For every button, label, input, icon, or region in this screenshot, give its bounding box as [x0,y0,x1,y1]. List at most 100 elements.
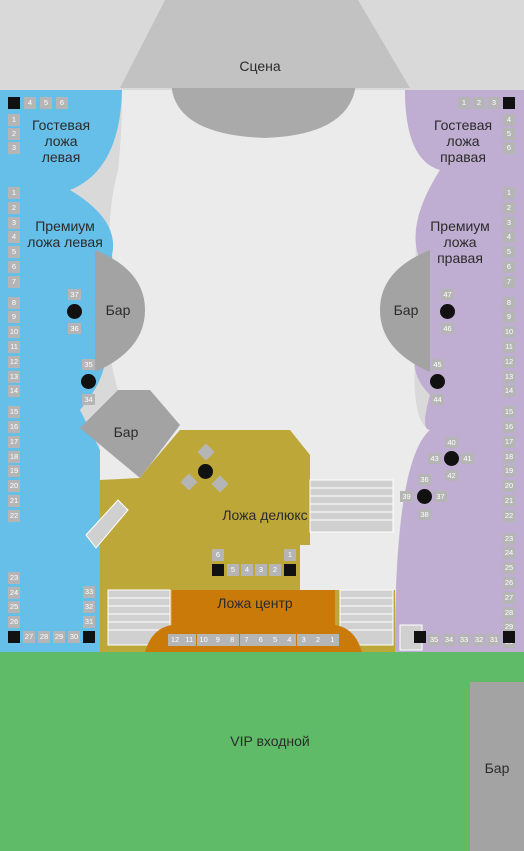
table-round[interactable] [444,451,459,466]
seat[interactable]: 3 [8,216,20,229]
seat[interactable]: 5 [227,564,239,576]
seat[interactable]: 4 [503,231,515,244]
seat[interactable]: 7 [239,634,254,646]
seat[interactable]: 29 [53,631,65,643]
seat[interactable]: 25 [503,562,515,575]
seat[interactable]: 34 [443,634,455,646]
table-round[interactable] [440,304,455,319]
table-seat[interactable]: 41 [461,453,474,464]
seat[interactable]: 15 [8,406,20,419]
bar-right[interactable] [380,250,430,372]
seat[interactable]: 2 [8,201,20,214]
table-seat[interactable]: 34 [82,394,95,405]
seat[interactable]: 6 [503,142,515,154]
table-seat[interactable]: 44 [431,394,444,405]
seat[interactable]: 5 [503,246,515,259]
seat[interactable]: 18 [503,450,515,463]
seat-dark[interactable] [212,564,224,576]
seat[interactable]: 3 [503,216,515,229]
seat[interactable]: 13 [8,370,20,383]
seat[interactable]: 24 [503,547,515,560]
table-seat[interactable]: 45 [431,359,444,370]
seat[interactable]: 26 [8,615,20,628]
seat[interactable]: 32 [83,601,95,613]
seat[interactable]: 23 [8,572,20,584]
seat[interactable]: 3 [255,564,267,576]
table-seat[interactable]: 47 [441,289,454,300]
table-round[interactable] [67,304,82,319]
seat[interactable]: 21 [503,495,515,507]
seat-dark[interactable] [503,631,515,643]
table-seat[interactable]: 38 [418,509,431,520]
table-seat[interactable]: 43 [428,453,441,464]
seat[interactable]: 33 [458,634,470,646]
stage-area[interactable] [120,0,410,88]
table-seat[interactable]: 42 [445,470,458,481]
seat[interactable]: 33 [83,586,95,598]
seat[interactable]: 10 [196,634,211,646]
table-seat[interactable]: 46 [441,323,454,334]
seat[interactable]: 7 [503,275,515,288]
seat[interactable]: 35 [428,634,440,646]
seat[interactable]: 1 [8,114,20,126]
seat[interactable]: 16 [503,421,515,433]
seat[interactable]: 31 [83,616,95,628]
deluxe-zone[interactable] [100,430,310,600]
seat[interactable]: 8 [503,296,515,309]
left-zone[interactable] [0,90,122,652]
table-round[interactable] [81,374,96,389]
seat[interactable]: 15 [503,406,515,419]
seat[interactable]: 6 [8,261,20,273]
seat[interactable]: 20 [503,480,515,493]
seat[interactable]: 8 [8,296,20,309]
bar-bottom[interactable] [470,682,524,851]
deluxe-seat[interactable]: 6 [212,549,224,561]
table-round[interactable] [430,374,445,389]
seat[interactable]: 26 [503,577,515,589]
seat[interactable]: 27 [23,631,35,643]
seat[interactable]: 7 [8,275,20,288]
seat[interactable]: 8 [225,634,240,646]
seat[interactable]: 14 [503,385,515,398]
seat[interactable]: 5 [40,97,52,109]
seat[interactable]: 4 [24,97,36,109]
seat[interactable]: 10 [8,326,20,339]
table-seat[interactable]: 37 [434,491,447,502]
seat[interactable]: 19 [503,465,515,478]
deluxe-table-round[interactable] [198,464,213,479]
seat[interactable]: 12 [168,634,182,646]
seat-dark[interactable] [284,564,296,576]
seat[interactable]: 11 [503,341,515,353]
seat[interactable]: 28 [38,631,50,643]
table-seat[interactable]: 36 [418,474,431,485]
table-seat[interactable]: 37 [68,289,81,300]
seat[interactable]: 2 [503,201,515,214]
seat[interactable]: 17 [503,435,515,448]
seat[interactable]: 5 [503,128,515,140]
seat-dark[interactable] [83,631,95,643]
seat[interactable]: 2 [269,564,281,576]
seat[interactable]: 3 [8,142,20,154]
table-seat[interactable]: 39 [400,491,413,502]
seat[interactable]: 6 [503,261,515,273]
seat[interactable]: 2 [473,97,485,109]
bar-left-upper[interactable] [95,250,145,372]
seat[interactable]: 4 [241,564,253,576]
seat[interactable]: 6 [253,634,268,646]
seat[interactable]: 1 [325,634,340,646]
vip-zone[interactable] [0,652,524,851]
seat[interactable]: 5 [8,246,20,259]
table-seat[interactable]: 40 [445,437,458,448]
seat[interactable]: 1 [8,187,20,199]
seat[interactable]: 11 [8,341,20,353]
seat[interactable]: 28 [503,606,515,619]
seat[interactable]: 22 [503,509,515,522]
seat[interactable]: 2 [8,128,20,140]
seat[interactable]: 12 [503,355,515,368]
seat[interactable]: 14 [8,385,20,398]
seat[interactable]: 30 [68,631,80,643]
seat[interactable]: 12 [8,355,20,368]
seat[interactable]: 9 [8,311,20,324]
seat[interactable]: 4 [282,634,297,646]
seat[interactable]: 21 [8,495,20,507]
